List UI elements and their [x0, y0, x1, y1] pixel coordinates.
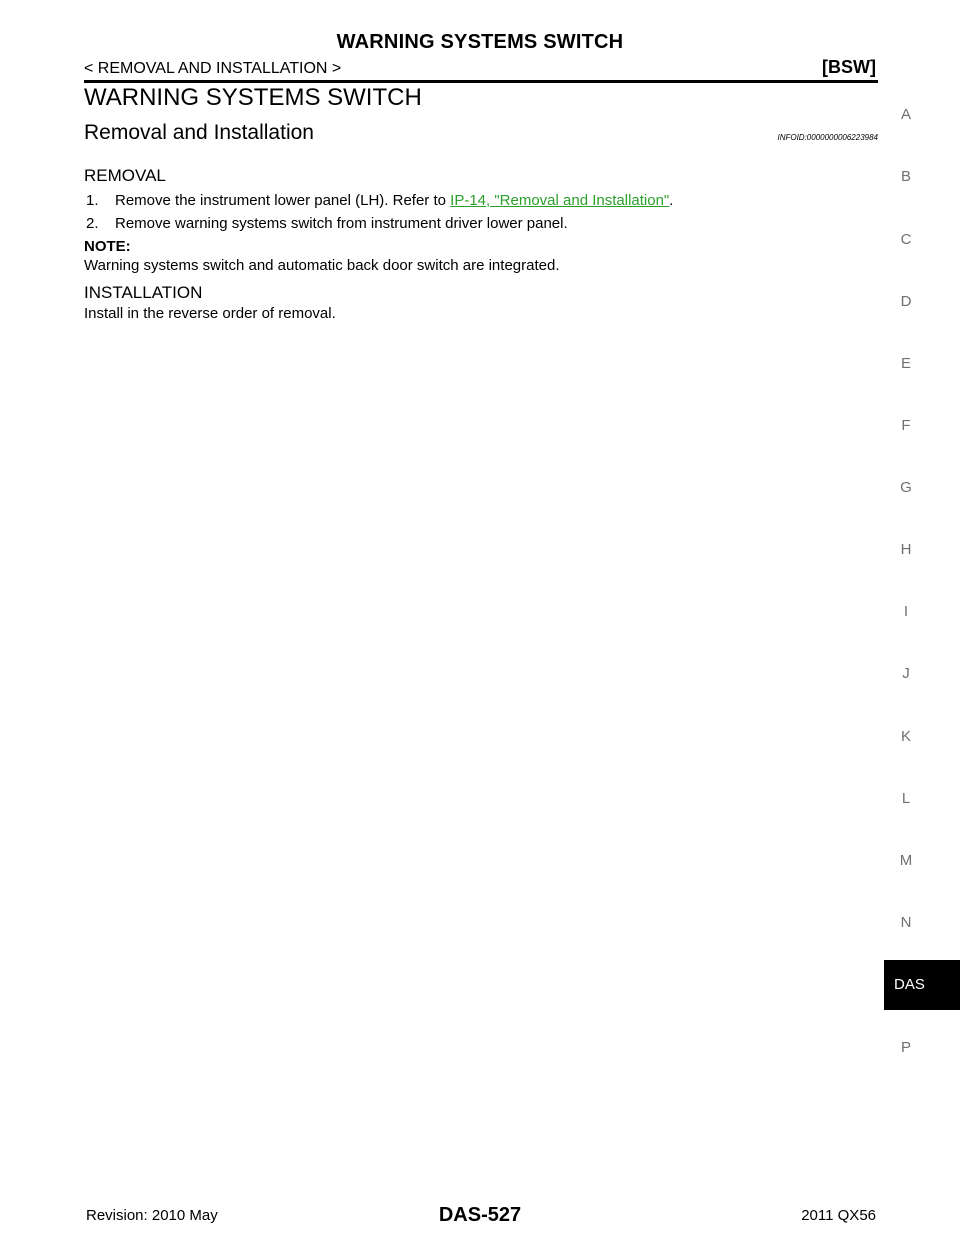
removal-step-1: 1. Remove the instrument lower panel (LH)… [86, 192, 673, 209]
side-index-i[interactable]: I [903, 603, 909, 620]
step-text: Remove the instrument lower panel (LH). … [115, 192, 451, 209]
side-index-a[interactable]: A [900, 106, 911, 123]
step-number: 2. [86, 215, 99, 232]
side-index-l[interactable]: L [901, 790, 911, 807]
removal-heading: REMOVAL [84, 166, 166, 185]
step-number: 1. [86, 192, 99, 209]
side-index-g[interactable]: G [900, 479, 912, 496]
reference-link[interactable]: IP-14, "Removal and Installation" [450, 192, 670, 209]
header-divider [84, 80, 878, 83]
side-index-k[interactable]: K [900, 728, 911, 745]
side-index-n[interactable]: N [900, 914, 912, 931]
step-text-end: . [669, 192, 674, 209]
side-index-active-tab[interactable]: DAS [884, 960, 960, 1010]
installation-text: Install in the reverse order of removal. [84, 305, 336, 322]
side-index-c[interactable]: C [900, 231, 912, 248]
side-index-p[interactable]: P [900, 1039, 911, 1056]
side-index-b[interactable]: B [900, 168, 911, 185]
note-text: Warning systems switch and automatic bac… [84, 257, 560, 274]
info-id: INFOID:0000000006223984 [777, 133, 878, 142]
side-index-f[interactable]: F [901, 417, 911, 434]
side-index-j[interactable]: J [902, 665, 910, 682]
page-number: DAS-527 [438, 1204, 522, 1226]
step-text: Remove warning systems switch from instr… [115, 215, 568, 232]
side-index-d[interactable]: D [900, 293, 912, 310]
page-title: WARNING SYSTEMS SWITCH [84, 84, 422, 111]
section-code: [BSW] [822, 57, 876, 77]
breadcrumb: < REMOVAL AND INSTALLATION > [84, 60, 342, 77]
model-year: 2011 QX56 [801, 1207, 876, 1224]
note-label: NOTE: [84, 238, 131, 255]
side-index-m[interactable]: M [899, 852, 913, 869]
side-index: A B C D E F G H I J K L M N DAS P [884, 0, 960, 1242]
side-index-h[interactable]: H [900, 541, 912, 558]
installation-heading: INSTALLATION [84, 283, 203, 302]
section-heading: Removal and Installation [84, 121, 314, 144]
removal-step-2: 2. Remove warning systems switch from ins… [86, 215, 568, 232]
revision-date: Revision: 2010 May [86, 1207, 218, 1224]
side-index-e[interactable]: E [900, 355, 911, 372]
header-title: WARNING SYSTEMS SWITCH [336, 31, 624, 53]
